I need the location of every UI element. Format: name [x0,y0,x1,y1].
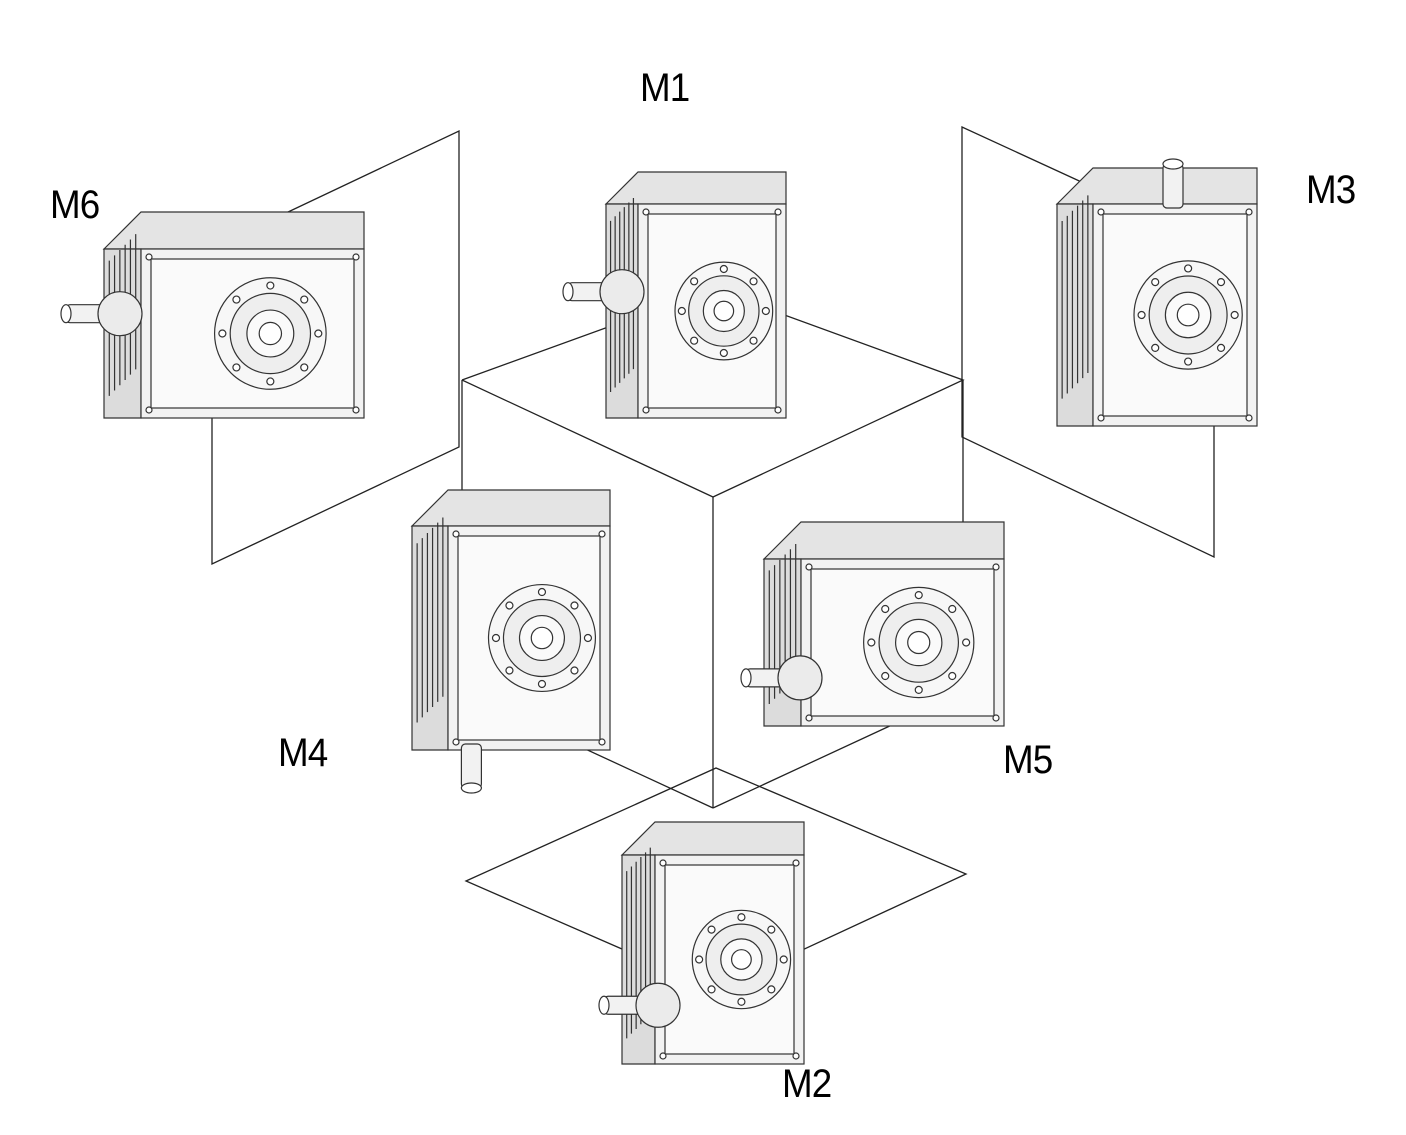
label-m2: M2 [782,1062,832,1106]
gearbox-m5-icon [740,521,1005,727]
label-m1: M1 [640,66,690,110]
label-m3: M3 [1306,168,1356,212]
gearbox-m4-icon [410,489,611,794]
plane-left [211,129,460,566]
label-m4: M4 [278,731,328,775]
gearbox-m1-icon [562,171,787,419]
label-m5: M5 [1003,738,1053,782]
label-m6: M6 [50,183,100,227]
gearbox-m6-icon [60,211,365,419]
gearbox-m2-icon [598,821,805,1065]
gearbox-m3-icon [1055,158,1258,427]
